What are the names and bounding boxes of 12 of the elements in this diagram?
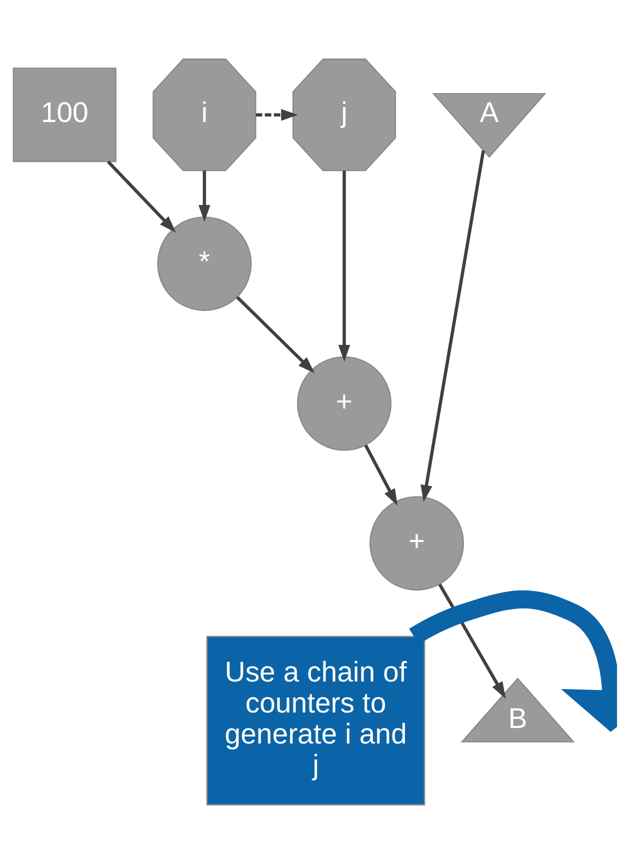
arrow [106,160,176,232]
arrow [420,150,485,502]
arrow [198,170,210,222]
node-box: Use a chain of counters to generate i and j [206,635,426,805]
arrow [236,296,315,373]
node-box: 100 [12,67,116,162]
arrow [438,582,506,698]
node-circle: + [369,496,464,590]
arrow [338,170,350,362]
arrow [364,444,398,506]
arrow [409,590,617,732]
arrow [256,108,298,120]
